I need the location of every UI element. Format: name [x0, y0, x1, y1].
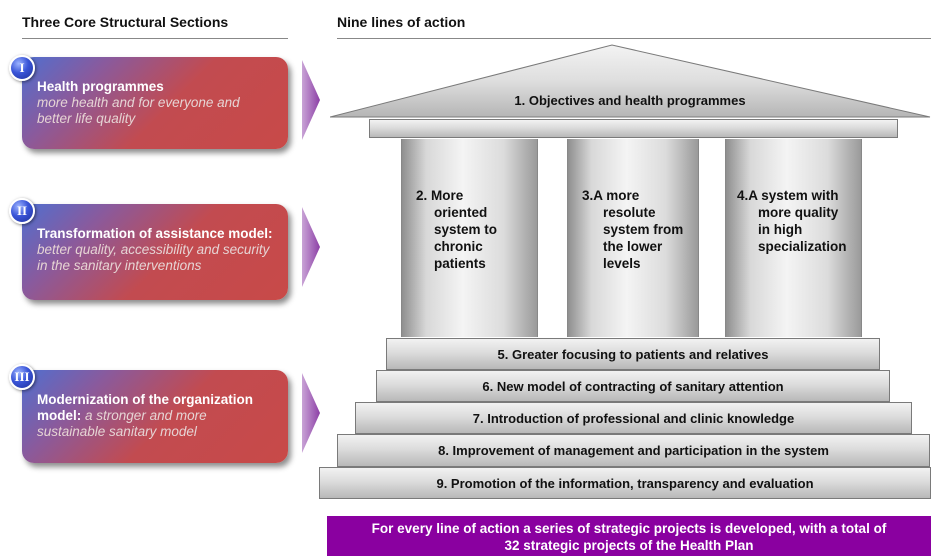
- arrow-right-icon: [302, 60, 320, 140]
- temple-roof: [330, 44, 931, 118]
- section-title: Transformation of assistance model:: [37, 226, 273, 241]
- column-4: [725, 139, 862, 337]
- step-5: 5. Greater focusing to patients and rela…: [386, 338, 880, 370]
- sections-header: Three Core Structural Sections: [22, 14, 229, 30]
- column-line: patients: [434, 256, 486, 271]
- column-number: 2.: [416, 188, 428, 203]
- column-2: [401, 139, 538, 337]
- lines-header-rule: [337, 38, 931, 39]
- column-2-text: 2. More oriented system to chronic patie…: [416, 187, 497, 272]
- column-line: oriented: [434, 205, 488, 220]
- arrow-right-icon: [302, 373, 320, 453]
- step-9: 9. Promotion of the information, transpa…: [319, 467, 931, 499]
- column-number: 4.: [737, 188, 749, 203]
- section-organization-model: Modernization of the organization model:…: [22, 370, 288, 463]
- numeral-badge-1: I: [9, 55, 35, 81]
- column-line: system to: [434, 222, 498, 237]
- step-6: 6. New model of contracting of sanitary …: [376, 370, 890, 402]
- step-8: 8. Improvement of management and partici…: [337, 434, 930, 467]
- lines-header: Nine lines of action: [337, 14, 466, 30]
- section-assistance-model: Transformation of assistance model: bett…: [22, 204, 288, 300]
- section-health-programmes: Health programmes more health and for ev…: [22, 57, 288, 149]
- column-line: specialization: [758, 239, 847, 254]
- numeral-badge-3: III: [9, 364, 35, 390]
- roof-label: 1. Objectives and health programmes: [514, 92, 746, 108]
- summary-banner: For every line of action a series of str…: [327, 516, 931, 556]
- arrow-right-icon: [302, 207, 320, 287]
- column-line: resolute: [603, 205, 656, 220]
- architrave: [369, 119, 898, 138]
- column-line: More: [431, 188, 464, 203]
- column-3: [567, 139, 699, 337]
- section-desc: more health and for everyone and better …: [37, 95, 240, 126]
- sections-header-rule: [22, 38, 288, 39]
- column-line: A more: [593, 188, 640, 203]
- column-4-text: 4.A system with more quality in high spe…: [737, 187, 847, 255]
- column-line: chronic: [434, 239, 483, 254]
- section-desc: a stronger and more sustainable sanitary…: [37, 408, 207, 439]
- column-line: the lower: [603, 239, 663, 254]
- column-3-text: 3.A more resolute system from the lower …: [582, 187, 683, 272]
- banner-line-1: For every line of action a series of str…: [371, 521, 887, 536]
- column-line: A system with: [748, 188, 839, 203]
- step-7: 7. Introduction of professional and clin…: [355, 402, 912, 434]
- column-line: more quality: [758, 205, 839, 220]
- section-desc: better quality, accessibility and securi…: [37, 242, 270, 273]
- section-title: Health programmes: [37, 79, 164, 94]
- column-line: levels: [603, 256, 641, 271]
- column-line: system from: [603, 222, 684, 237]
- numeral-badge-2: II: [9, 198, 35, 224]
- column-number: 3.: [582, 188, 594, 203]
- column-line: in high: [758, 222, 803, 237]
- banner-line-2: 32 strategic projects of the Health Plan: [504, 538, 754, 553]
- section-title: Modernization of the organization model:: [37, 392, 253, 423]
